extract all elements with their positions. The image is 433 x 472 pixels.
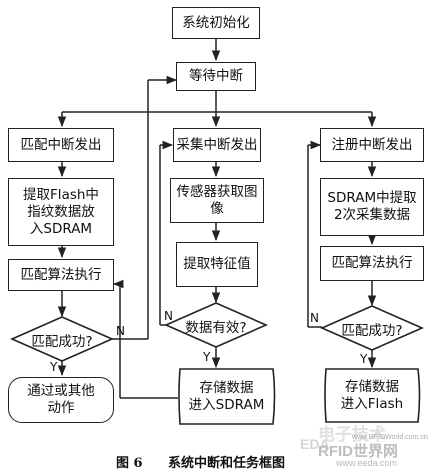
figure-number: 图 6 <box>116 456 143 471</box>
watermark-url-bottom: www.eeda.com <box>336 458 398 468</box>
node-collect-interrupt: 采集中断发出 <box>173 128 261 162</box>
node-wait-interrupt: 等待中断 <box>176 62 256 91</box>
decision-data-valid-shape <box>164 302 268 348</box>
label-no-mid: N <box>164 309 173 323</box>
storage-sdram-shape <box>178 368 276 425</box>
node-match-algo-left: 匹配算法执行 <box>8 259 114 291</box>
label-yes-left: Y <box>50 360 58 374</box>
label-yes-mid: Y <box>203 350 211 364</box>
watermark-url-small: www.RFIDWorld.com.cn <box>352 434 428 441</box>
decision-match-ok-right-shape <box>320 305 424 351</box>
node-match-interrupt: 匹配中断发出 <box>8 128 114 162</box>
node-sensor-image: 传感器获取图像 <box>170 178 264 223</box>
decision-match-ok-right-label: 匹配成功? <box>341 323 403 339</box>
node-register-interrupt: 注册中断发出 <box>320 128 424 162</box>
watermark-logo: EDA <box>300 436 330 452</box>
node-match-algo-right: 匹配算法执行 <box>320 246 424 281</box>
node-extract-feature: 提取特征值 <box>176 242 258 287</box>
node-system-init: 系统初始化 <box>172 7 260 39</box>
node-store-sdram: 存储数据 进入SDRAM <box>188 379 265 413</box>
node-store-flash: 存储数据 进入Flash <box>340 378 404 412</box>
storage-flash-shape <box>324 368 421 423</box>
node-extract-flash: 提取Flash中 指纹数据放 入SDRAM <box>8 178 114 246</box>
decision-match-ok-left-shape <box>10 316 114 362</box>
watermark-site-name: RFID世界网 <box>318 443 398 460</box>
figure-title: 系统中断和任务框图 <box>168 456 286 471</box>
node-sdram-extract: SDRAM中提取 2次采集数据 <box>320 178 424 236</box>
node-pass-or-other: 通过或其他 动作 <box>8 377 114 423</box>
decision-data-valid-label: 数据有效? <box>185 320 247 336</box>
watermark-brand: 电子技术 <box>318 425 386 444</box>
decision-match-ok-left-label: 匹配成功? <box>31 334 93 350</box>
label-no-left: N <box>116 324 125 338</box>
label-yes-right: Y <box>360 352 368 366</box>
label-no-right: N <box>310 311 319 325</box>
